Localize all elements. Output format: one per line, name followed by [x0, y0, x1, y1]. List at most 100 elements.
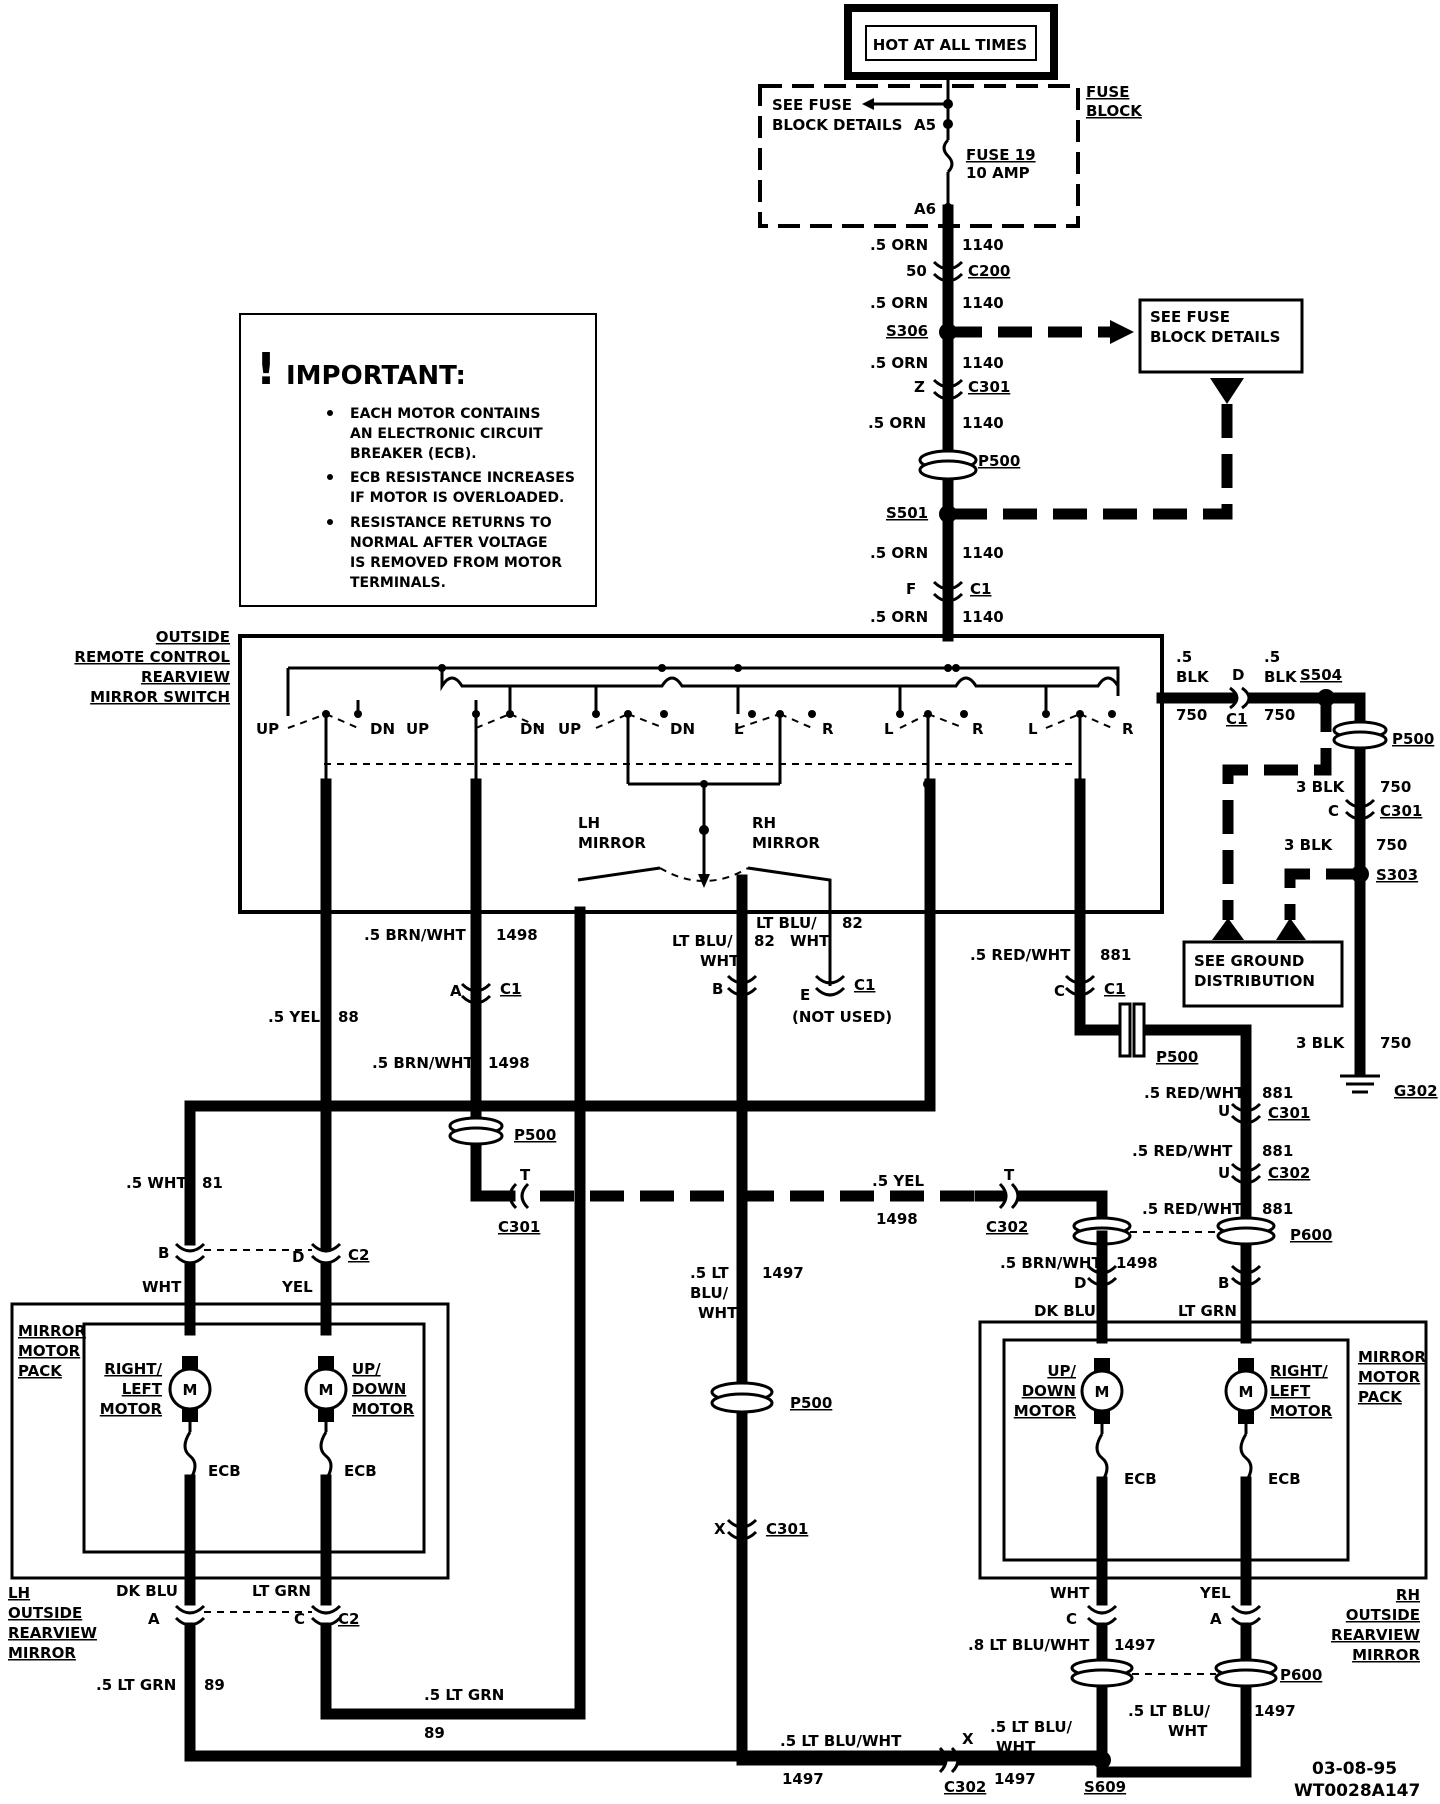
svg-text:P500: P500 [1392, 730, 1434, 748]
svg-text:C2: C2 [348, 1246, 369, 1264]
svg-text:C301: C301 [1268, 1104, 1310, 1122]
svg-text:.5 ORN: .5 ORN [870, 608, 928, 626]
svg-text:D: D [1232, 666, 1244, 684]
svg-text:A: A [148, 1610, 160, 1628]
svg-text:C: C [1328, 802, 1339, 820]
svg-text:3 BLK: 3 BLK [1296, 778, 1346, 796]
svg-text:50: 50 [906, 262, 927, 280]
svg-text:1497: 1497 [782, 1770, 824, 1788]
svg-text:.5 LT BLU/: .5 LT BLU/ [990, 1718, 1073, 1736]
svg-text:AN ELECTRONIC CIRCUIT: AN ELECTRONIC CIRCUIT [350, 426, 543, 442]
svg-text:MIRROR: MIRROR [18, 1322, 86, 1340]
svg-text:U: U [1218, 1102, 1230, 1120]
important-mark: ! [256, 344, 276, 395]
fuse-rating: 10 AMP [966, 164, 1030, 182]
svg-text:L: L [1028, 720, 1038, 738]
svg-text:MOTOR: MOTOR [18, 1342, 81, 1360]
svg-text:A5: A5 [914, 116, 936, 134]
svg-text:.5 RED/WHT: .5 RED/WHT [1132, 1142, 1233, 1160]
svg-text:1498: 1498 [488, 1054, 530, 1072]
svg-text:SEE FUSE: SEE FUSE [1150, 308, 1230, 326]
svg-text:ECB RESISTANCE INCREASES: ECB RESISTANCE INCREASES [350, 470, 575, 486]
svg-text:MIRROR: MIRROR [1352, 1646, 1420, 1664]
svg-text:WHT: WHT [1050, 1584, 1090, 1602]
svg-text:MOTOR: MOTOR [1014, 1402, 1077, 1420]
svg-text:1497: 1497 [1114, 1636, 1156, 1654]
svg-text:S303: S303 [1376, 866, 1418, 884]
fuse-block-outline [758, 84, 1080, 228]
svg-text:YEL: YEL [281, 1278, 313, 1296]
svg-text:RIGHT/: RIGHT/ [1270, 1362, 1328, 1380]
svg-text:.5 WHT: .5 WHT [126, 1174, 187, 1192]
svg-text:U: U [1218, 1164, 1230, 1182]
svg-text:LT BLU/: LT BLU/ [672, 932, 733, 950]
svg-text:C: C [294, 1610, 305, 1628]
svg-text:UP: UP [256, 720, 279, 738]
rh-right-left-motor: M RIGHT/ LEFT MOTOR [1224, 1358, 1333, 1424]
svg-text:LT GRN: LT GRN [252, 1582, 311, 1600]
svg-text:.5 YEL: .5 YEL [872, 1172, 924, 1190]
svg-text:C: C [1066, 1610, 1077, 1628]
rh-mirror-name: RH OUTSIDE REARVIEW MIRROR [1331, 1586, 1420, 1664]
svg-text:UP/: UP/ [352, 1360, 381, 1378]
svg-text:.5 YEL: .5 YEL [268, 1008, 320, 1026]
svg-text:1140: 1140 [962, 608, 1004, 626]
svg-text:S306: S306 [886, 322, 928, 340]
mirror-switch-name: OUTSIDE REMOTE CONTROL REARVIEW MIRROR S… [74, 628, 230, 706]
svg-text:.5: .5 [1176, 648, 1192, 666]
svg-text:.5 ORN: .5 ORN [870, 236, 928, 254]
svg-text:1497: 1497 [994, 1770, 1036, 1788]
svg-text:82: 82 [842, 914, 863, 932]
svg-text:REARVIEW: REARVIEW [8, 1624, 97, 1642]
svg-text:F: F [906, 580, 916, 598]
svg-text:REMOTE CONTROL: REMOTE CONTROL [74, 648, 230, 666]
svg-text:C1: C1 [1104, 980, 1125, 998]
see-fuse-block-box [1138, 298, 1304, 374]
svg-text:BLOCK DETAILS: BLOCK DETAILS [772, 116, 902, 134]
rh-up-down-motor: M UP/ DOWN MOTOR [1014, 1358, 1124, 1424]
svg-text:881: 881 [1262, 1200, 1293, 1218]
lh-up-down-motor: M UP/ DOWN MOTOR [304, 1356, 415, 1422]
svg-text:RH: RH [1396, 1586, 1420, 1604]
svg-text:1498: 1498 [496, 926, 538, 944]
svg-text:T: T [520, 1166, 531, 1184]
svg-text:.5: .5 [1264, 648, 1280, 666]
svg-text:881: 881 [1262, 1084, 1293, 1102]
switch-mirror-select-labels: LH MIRROR RH MIRROR [578, 814, 820, 852]
svg-text:WHT: WHT [790, 932, 830, 950]
lh-bottom-labels: .5 LT GRN 89 .5 LT GRN 89 [96, 1676, 504, 1742]
svg-text:BLK: BLK [1176, 668, 1210, 686]
svg-text:LT BLU/: LT BLU/ [756, 914, 817, 932]
svg-text:S504: S504 [1300, 666, 1342, 684]
svg-text:BLK: BLK [1264, 668, 1298, 686]
svg-text:DN: DN [520, 720, 545, 738]
svg-text:3 BLK: 3 BLK [1284, 836, 1334, 854]
svg-text:1497: 1497 [1254, 1702, 1296, 1720]
lh-motor-pack-box [82, 1322, 426, 1554]
svg-text:C302: C302 [986, 1218, 1028, 1236]
svg-text:R: R [972, 720, 984, 738]
svg-text:1140: 1140 [962, 294, 1004, 312]
svg-text:X: X [962, 1730, 974, 1748]
svg-text:.5 ORN: .5 ORN [870, 544, 928, 562]
svg-text:881: 881 [1262, 1142, 1293, 1160]
svg-text:C1: C1 [1226, 710, 1247, 728]
svg-text:EACH MOTOR CONTAINS: EACH MOTOR CONTAINS [350, 406, 540, 422]
lh-mirror-name: LH OUTSIDE REARVIEW MIRROR [8, 1584, 97, 1662]
svg-text:BLOCK DETAILS: BLOCK DETAILS [1150, 328, 1280, 346]
svg-text:WHT: WHT [700, 952, 740, 970]
svg-text:RIGHT/: RIGHT/ [104, 1360, 162, 1378]
svg-text:C302: C302 [944, 1778, 986, 1796]
svg-text:88: 88 [338, 1008, 359, 1026]
svg-text:B: B [712, 980, 723, 998]
mirror-switch-box [238, 634, 1164, 914]
svg-text:A6: A6 [914, 200, 936, 218]
svg-text:RH: RH [752, 814, 776, 832]
svg-text:1140: 1140 [962, 236, 1004, 254]
svg-text:BLOCK: BLOCK [1086, 102, 1143, 120]
svg-text:UP: UP [558, 720, 581, 738]
see-ground-distribution-box [1182, 940, 1344, 1008]
svg-text:B: B [1218, 1274, 1229, 1292]
svg-text:DOWN: DOWN [1022, 1382, 1076, 1400]
svg-text:750: 750 [1376, 836, 1407, 854]
